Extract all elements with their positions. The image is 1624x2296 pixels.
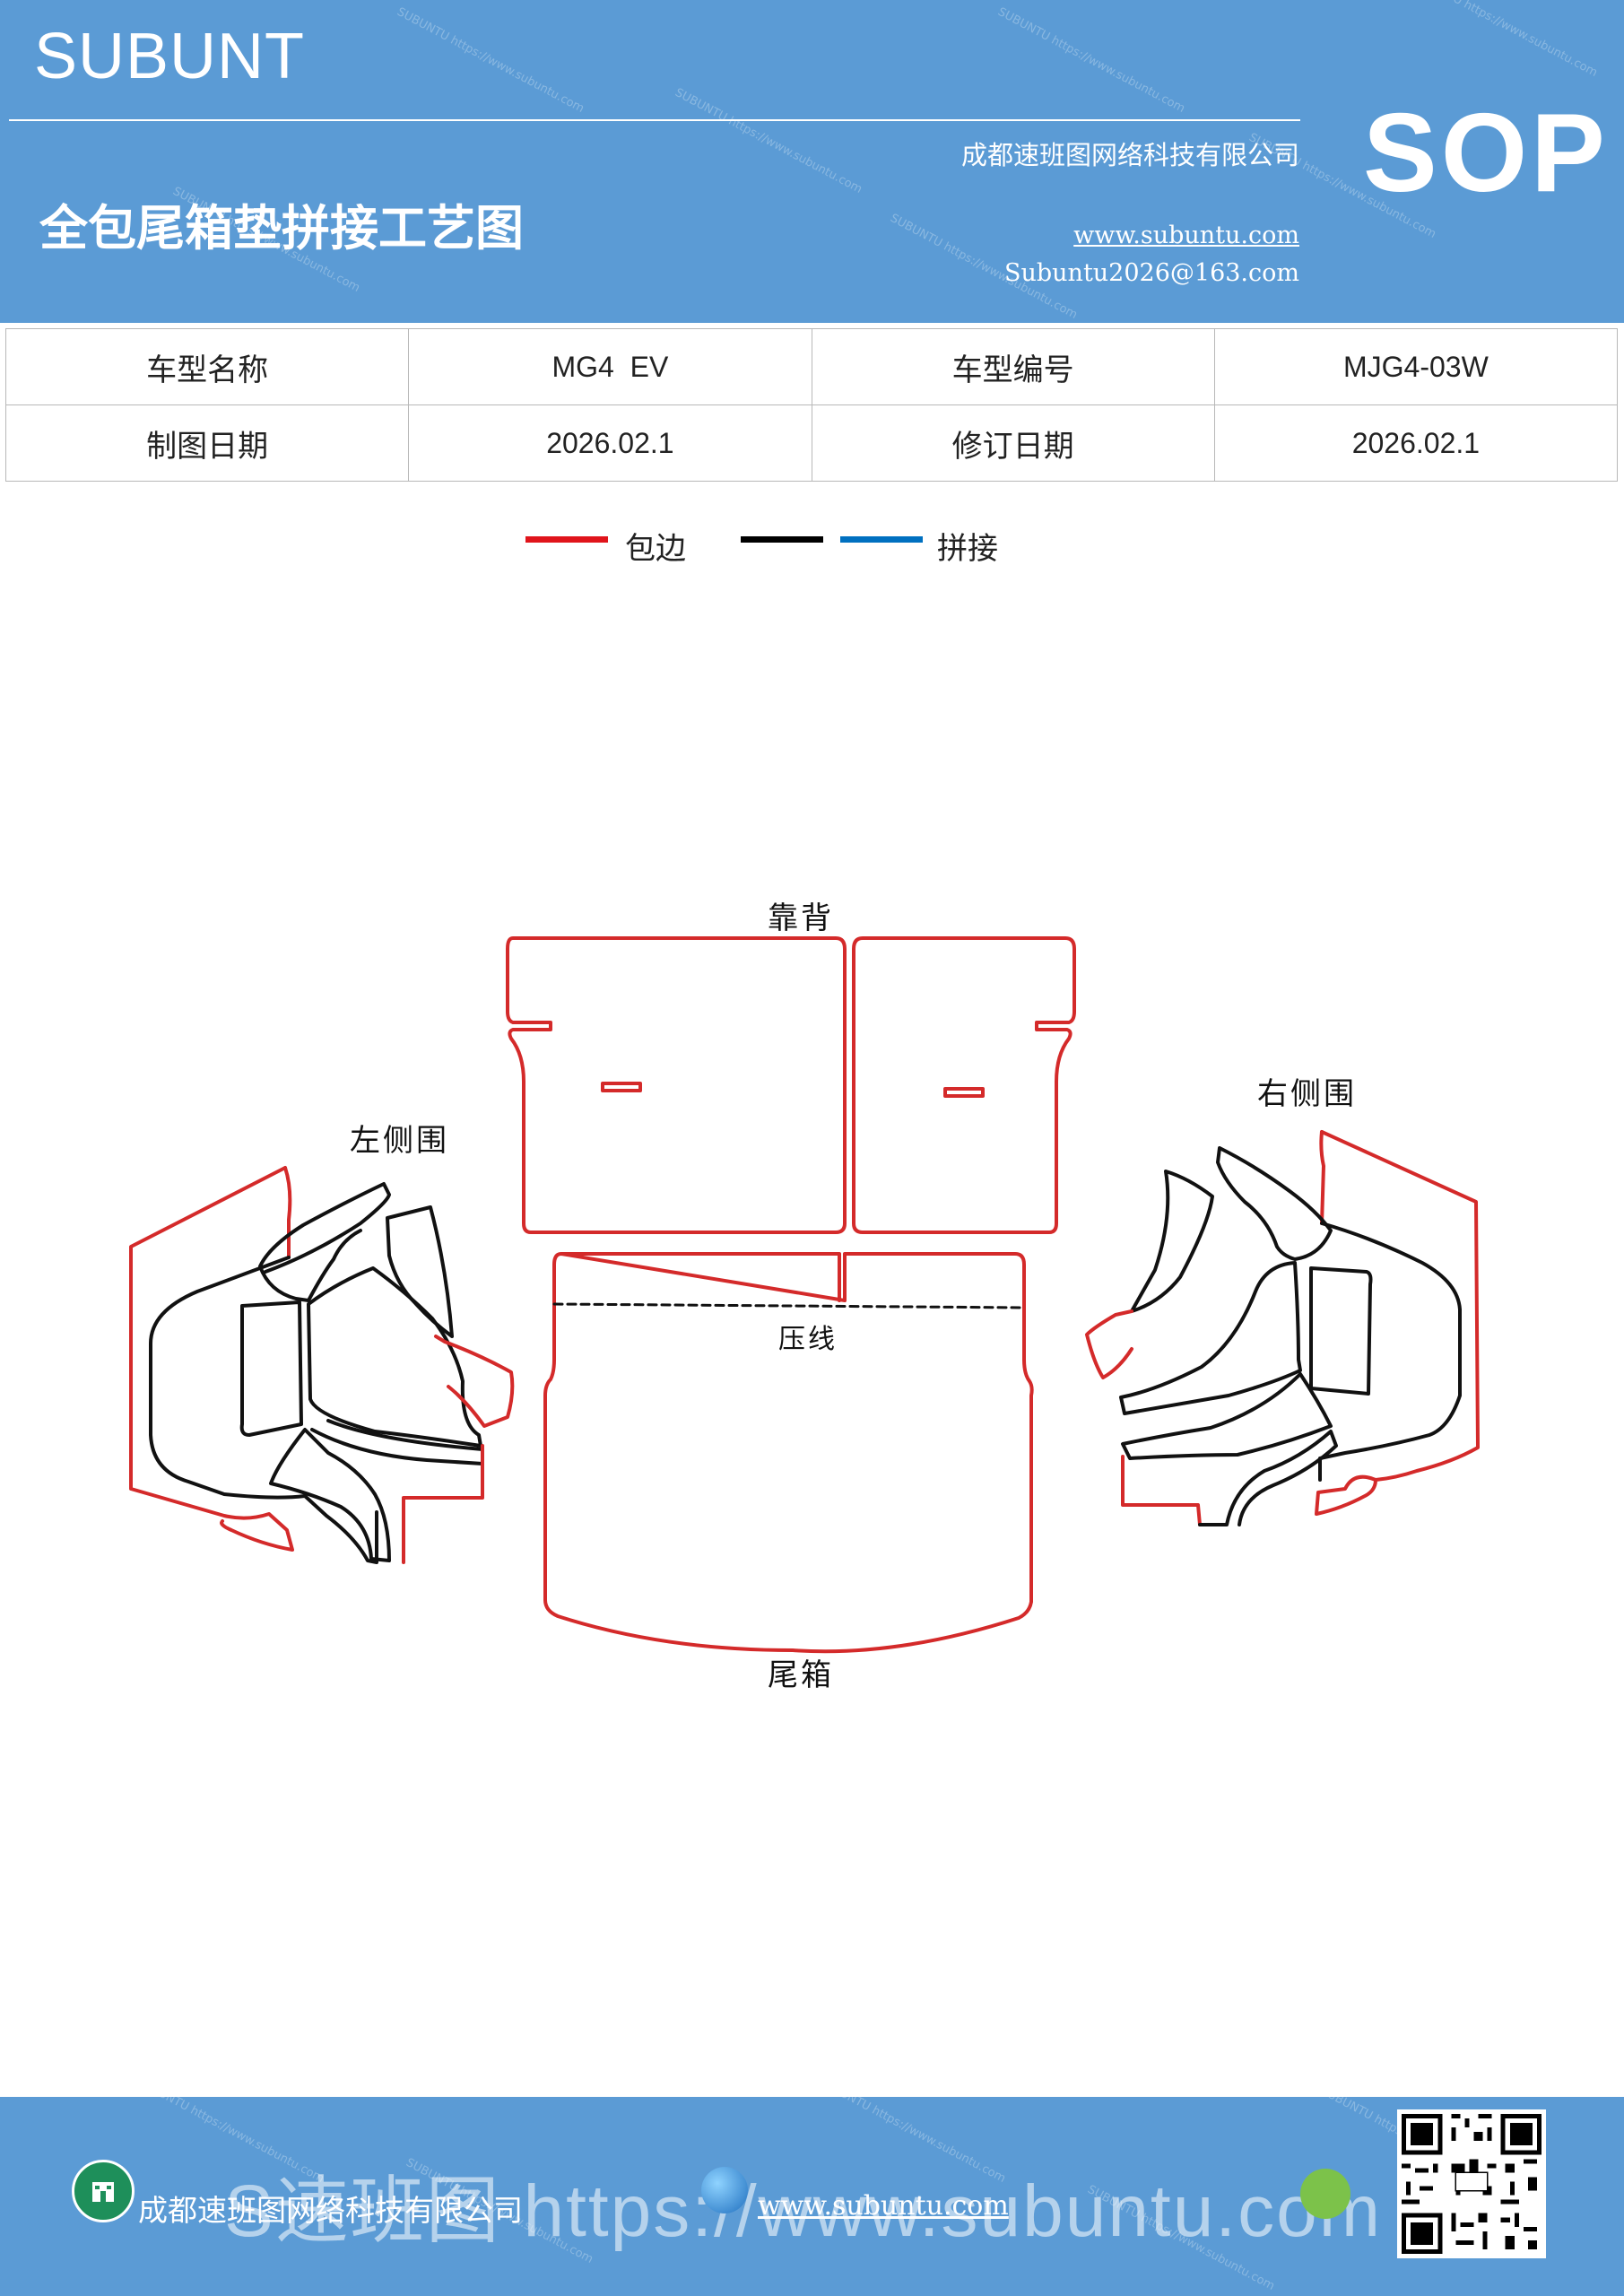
legend-label-seam: 拼接 [937,531,998,567]
right-side-seam-b [1216,1146,1333,1261]
left-side-seam-a [149,1256,378,1564]
mat-pattern-diagram: 靠背 左侧围 右侧围 压线 尾箱 [0,861,1624,1722]
backrest-left-panel [506,936,847,1234]
label-crease: 压线 [778,1324,838,1355]
header-divider [9,119,1300,121]
right-side-seam-c [1309,1266,1373,1396]
footer-company: 成都速班图网络科技有限公司 [138,2193,523,2228]
model-name-value: MG4 EV [408,328,812,405]
model-code-value: MJG4-03W [1213,328,1619,405]
left-side-outer [129,1166,294,1552]
revision-date-value: 2026.02.1 [1213,404,1619,482]
pattern-svg [129,936,1480,1654]
left-side-red-tip [434,1335,515,1428]
table-row: 车型名称 MG4 EV 车型编号 MJG4-03W [4,328,1619,405]
vehicle-info-table: 车型名称 MG4 EV 车型编号 MJG4-03W 制图日期 2026.02.1… [4,328,1619,482]
legend-swatch-black [741,536,823,543]
legend-swatch-seam [840,536,923,543]
right-side-red-tab [1121,1455,1202,1526]
table-row: 制图日期 2026.02.1 修订日期 2026.02.1 [4,404,1619,482]
brand-name: SUBUNT [34,21,306,92]
label-trunk: 尾箱 [768,1657,834,1693]
left-side-outer-b [283,1166,292,1259]
crease-line [552,1302,1026,1309]
page-title: 全包尾箱垫拼接工艺图 [39,199,524,257]
draw-date-value: 2026.02.1 [408,404,812,482]
footer-overlay-text: S速班图 https://www.subuntu.com [224,2170,1383,2252]
left-side-seam-c [239,1300,303,1437]
legend-swatch-edge [525,536,608,543]
right-side-seam-e [1121,1372,1333,1460]
backrest-left-slot [601,1082,642,1092]
right-side-seam-d [1119,1261,1302,1415]
legend: 包边 拼接 [0,520,1624,574]
trunk-floor-panel [543,1252,1034,1654]
building-icon [72,2160,135,2222]
left-side-seam-d [307,1266,482,1448]
backrest-right-slot [943,1087,985,1098]
left-side-lower-piece [269,1428,391,1562]
model-name-label: 车型名称 [4,328,410,405]
right-side-seam-f [1130,1170,1214,1313]
left-side-seam-b [258,1182,391,1302]
legend-label-edge: 包边 [625,531,686,567]
globe-icon [701,2167,748,2213]
qr-code [1397,2109,1546,2258]
left-side-red-tab [402,1444,484,1564]
draw-date-label: 制图日期 [4,404,410,482]
company-name: 成都速班图网络科技有限公司 [960,140,1299,170]
right-side-outer [1315,1130,1480,1516]
header-banner: SUBUNTU https://www.subuntu.com SUBUNTU … [0,0,1624,323]
right-side-lower-piece [1198,1430,1338,1526]
footer-website-link[interactable]: www.subuntu.com [758,2190,1009,2222]
backrest-right-panel [852,936,1076,1234]
label-right-side: 右侧围 [1257,1076,1357,1112]
wechat-icon [1300,2169,1350,2219]
model-code-label: 车型编号 [811,328,1215,405]
email-address: Subuntu2026@163.com [1004,259,1299,287]
label-backrest: 靠背 [768,900,834,936]
label-left-side: 左侧围 [350,1123,449,1159]
sop-badge: SOP [1363,91,1609,215]
website-link[interactable]: www.subuntu.com [1073,222,1299,249]
right-side-red-tip [1085,1309,1133,1379]
right-side-seam-a [1318,1222,1462,1482]
revision-date-label: 修订日期 [811,404,1215,482]
right-side-outer-b [1319,1130,1325,1225]
footer-banner: SUBUNTU https://www.subuntu.com SUBUNTU … [0,2097,1624,2296]
left-side-seam-f [386,1205,454,1338]
